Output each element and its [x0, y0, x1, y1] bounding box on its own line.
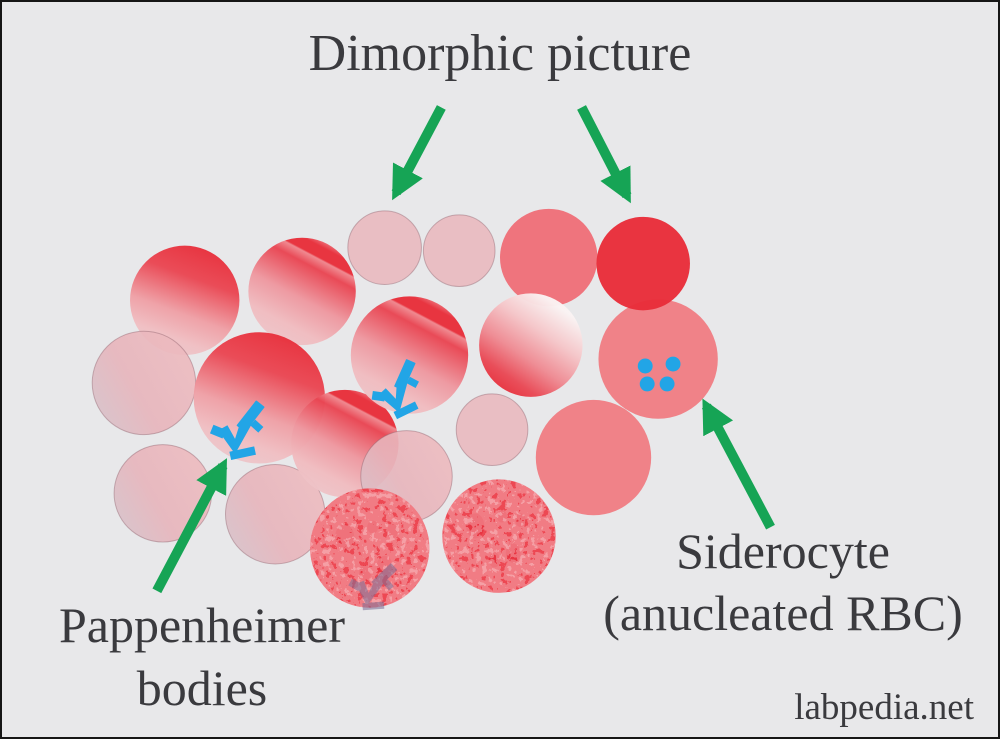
- watermark-labpedia: labpedia.net: [794, 687, 974, 728]
- label-pappenheimer-line2: bodies: [136, 659, 268, 716]
- label-siderocyte: Siderocyte (anucleated RBC): [564, 520, 998, 644]
- siderotic-granule-dot-1: [637, 358, 653, 374]
- pale-rbc-top-1-cell: [347, 210, 422, 285]
- dimorphic-arrow-right: [577, 105, 632, 204]
- pale-rbc-mid-cell: [455, 393, 529, 466]
- cells-layer: [91, 208, 718, 608]
- pale-rbc-left-2-cell: [113, 444, 213, 543]
- siderocyte-cell: [598, 299, 718, 419]
- textured-rbc-right-cell: [442, 479, 556, 593]
- pappenheimer-arrow: [152, 458, 228, 594]
- gradient-rbc-5-cell: [350, 296, 469, 414]
- siderotic-granule-dot-2: [665, 356, 681, 372]
- siderotic-granule-dot-3: [639, 376, 655, 392]
- pale-rbc-left-1-cell: [91, 330, 197, 436]
- label-siderocyte-line1: Siderocyte: [676, 523, 890, 579]
- pale-rbc-top-2-cell: [422, 214, 496, 287]
- textured-rbc-left-cell: [310, 488, 430, 608]
- gradient-rbc-2-cell: [248, 237, 356, 346]
- label-pappenheimer-bodies: Pappenheimer bodies: [2, 594, 402, 719]
- gradient-rbc-6-cell: [479, 293, 583, 397]
- siderotic-granule-dot-4: [659, 376, 675, 392]
- gradient-rbc-1-cell: [130, 245, 240, 356]
- salmon-rbc-top-cell: [500, 208, 598, 307]
- red-rbc-top-cell: [596, 216, 690, 311]
- title-dimorphic-picture: Dimorphic picture: [308, 25, 692, 82]
- bodies-layer: [209, 356, 681, 615]
- dimorphic-arrow-left: [391, 105, 446, 201]
- label-siderocyte-line2: (anucleated RBC): [603, 585, 963, 641]
- siderocyte-arrow: [701, 398, 775, 530]
- label-pappenheimer-line1: Pappenheimer: [58, 597, 345, 653]
- salmon-rbc-bottom-cell: [535, 399, 652, 516]
- arrows-layer: [152, 105, 775, 594]
